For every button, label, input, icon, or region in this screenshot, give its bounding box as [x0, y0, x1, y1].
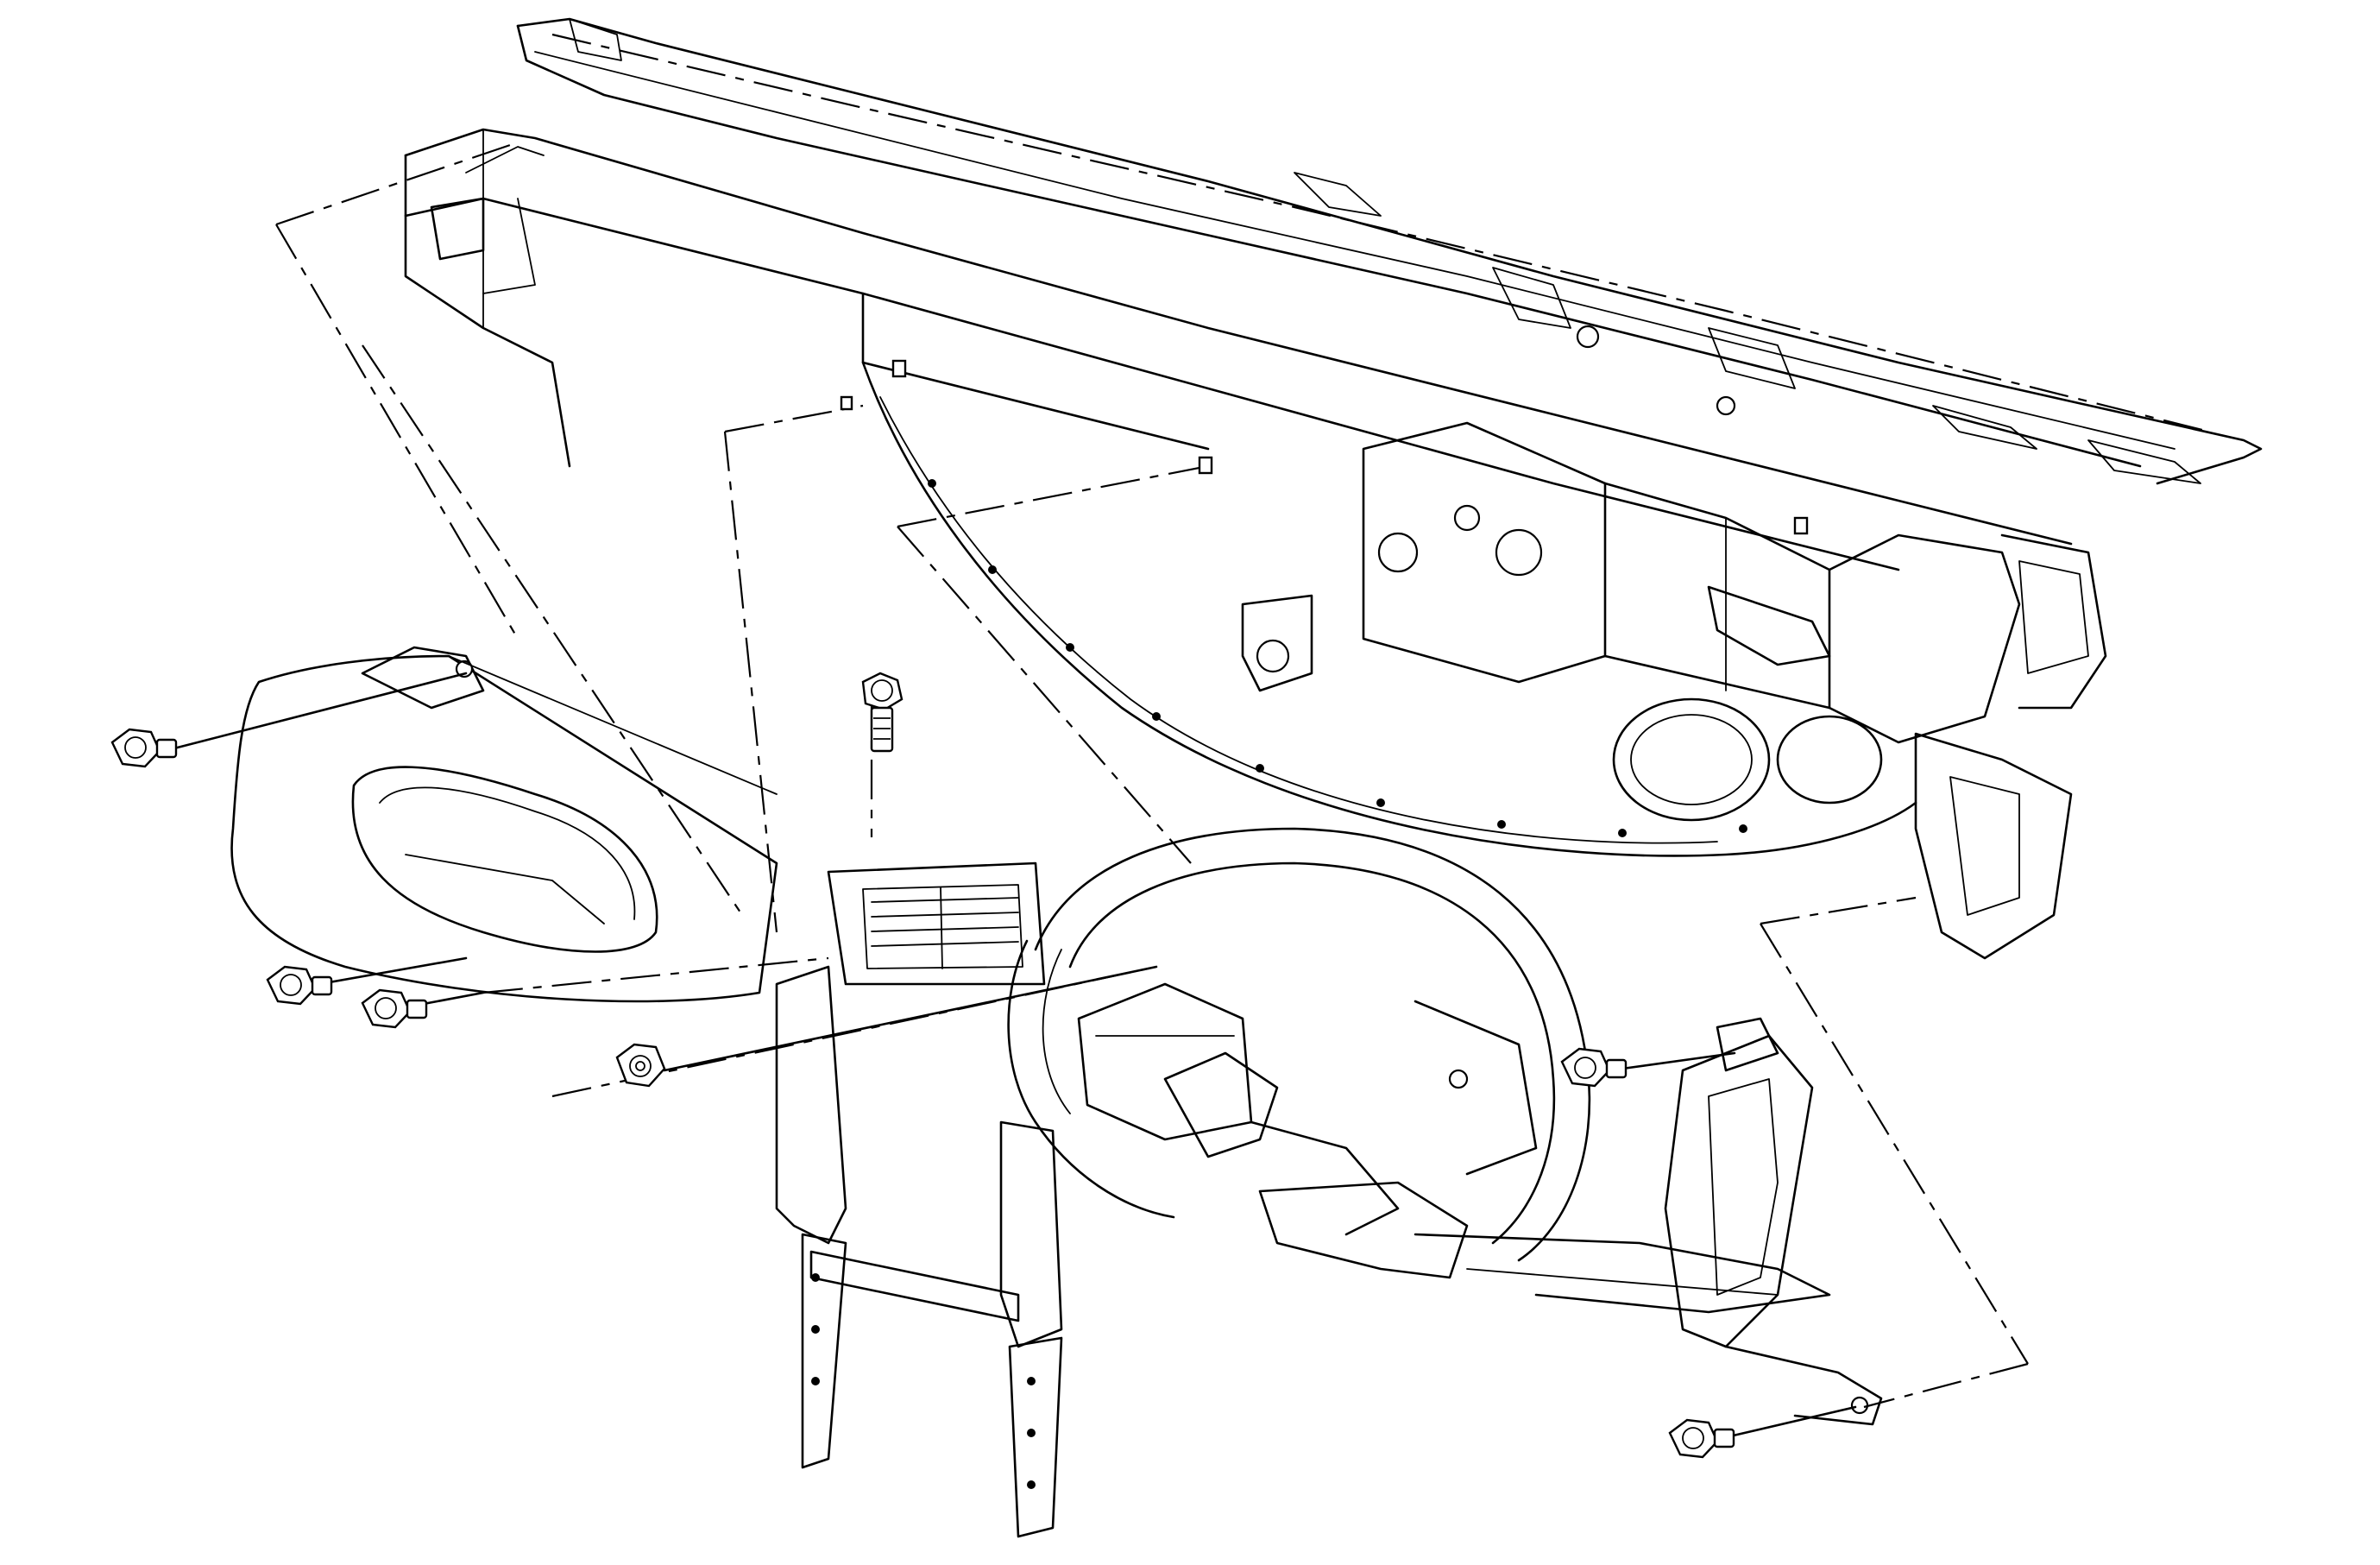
stud-markers [840, 359, 1809, 535]
bolt-left-upper [110, 672, 468, 768]
upper-cowl-panel [516, 17, 2263, 485]
bolt-left-lower-a [266, 956, 468, 1006]
alignment-lines [275, 141, 2029, 1409]
center-vent [827, 861, 1046, 986]
right-side-bracket [1664, 1017, 1883, 1426]
bolt-right-lower [1668, 1405, 1857, 1459]
bolt-center-top [861, 672, 904, 753]
bolt-left-lower-b [361, 988, 485, 1029]
cross-car-beam [404, 128, 2107, 744]
instrument-panel-carrier [775, 827, 1831, 1538]
left-lower-trim [230, 646, 778, 1003]
lower-dash-panel [861, 361, 2073, 960]
bolt-right-middle [1560, 1047, 1736, 1088]
nut-left-center [615, 965, 1158, 1088]
